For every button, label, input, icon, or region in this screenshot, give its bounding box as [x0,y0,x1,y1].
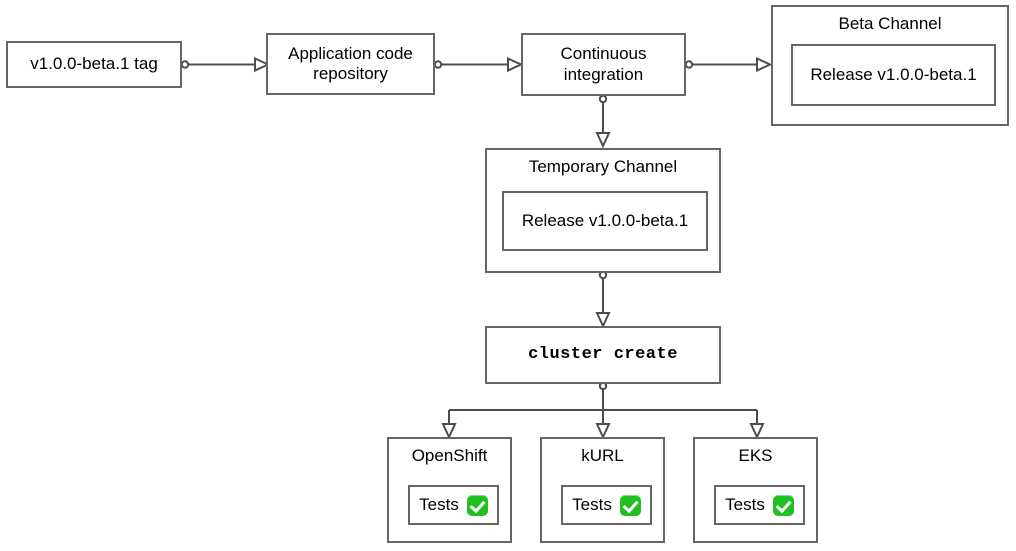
node-cluster-create-command-label: cluster create [528,344,678,364]
check-mark-button-icon [772,494,794,516]
node-temporary-channel-release-label: Release v1.0.0-beta.1 [521,210,689,230]
node-temporary-channel[interactable]: Temporary Channel Release v1.0.0-beta.1 [485,148,721,273]
node-application-code-repository[interactable]: Application code repository [266,33,435,95]
node-continuous-integration[interactable]: Continuous integration [521,33,686,96]
node-openshift-title: OpenShift [411,446,488,465]
node-beta-channel[interactable]: Beta Channel Release v1.0.0-beta.1 [771,5,1009,126]
node-application-code-repository-label: Application code repository [288,43,413,83]
node-version-tag[interactable]: v1.0.0-beta.1 tag [6,41,182,88]
node-beta-channel-title: Beta Channel [838,14,942,33]
node-openshift[interactable]: OpenShift Tests [387,437,512,543]
node-eks-tests[interactable]: Tests [714,485,805,525]
node-kurl-title: kURL [581,446,624,465]
node-kurl-tests[interactable]: Tests [561,485,652,525]
node-beta-channel-release-label: Release v1.0.0-beta.1 [810,64,977,84]
edge-tag-to-repo [180,56,271,73]
node-temporary-channel-release[interactable]: Release v1.0.0-beta.1 [502,191,708,251]
node-beta-channel-release[interactable]: Release v1.0.0-beta.1 [791,44,996,106]
edge-temporary-channel-to-cluster-create [595,270,611,329]
openshift-tests-label: Tests [419,494,459,514]
node-cluster-create-command[interactable]: cluster create [485,326,721,384]
kurl-tests-label: Tests [572,494,612,514]
kurl-tests-cell: Tests [572,494,641,516]
openshift-tests-cell: Tests [419,494,488,516]
node-kurl[interactable]: kURL Tests [540,437,665,543]
node-temporary-channel-title: Temporary Channel [528,157,678,176]
check-mark-button-icon [619,494,641,516]
edge-repo-to-ci [433,56,524,73]
node-eks[interactable]: EKS Tests [693,437,818,543]
eks-tests-label: Tests [725,494,765,514]
eks-tests-cell: Tests [725,494,794,516]
node-version-tag-label: v1.0.0-beta.1 tag [30,54,158,74]
node-eks-title: EKS [738,446,773,465]
edge-ci-to-beta-channel [684,56,773,73]
check-mark-button-icon [466,494,488,516]
edge-cluster-create-to-targets [441,381,765,440]
node-openshift-tests[interactable]: Tests [408,485,499,525]
node-continuous-integration-label: Continuous integration [560,44,647,84]
edge-ci-to-temporary-channel [595,94,611,149]
